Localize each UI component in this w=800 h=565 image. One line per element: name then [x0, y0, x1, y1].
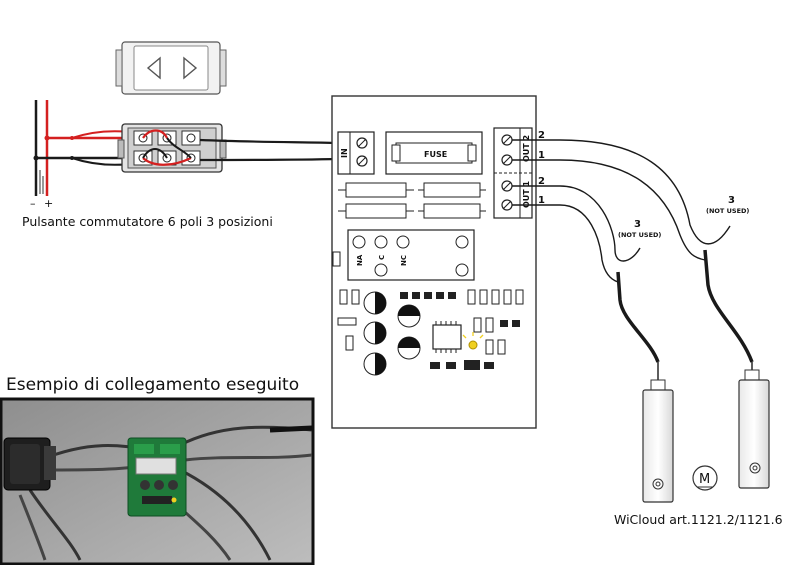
control-board: IN FUSE OUT 2 OUT 1 — [331, 95, 537, 429]
microcontroller-ic — [432, 321, 462, 353]
supply-minus-label: – — [30, 197, 36, 210]
motor-symbol: M — [692, 465, 718, 491]
motor2-wire3-label: 3 — [728, 195, 735, 206]
arrow-left-icon — [146, 56, 161, 80]
motor1-wire3-label: 3 — [634, 219, 641, 230]
fuse-label: FUSE — [424, 150, 447, 159]
input-label: IN — [340, 148, 349, 158]
board-capacitors — [363, 291, 421, 376]
board-small-components — [337, 289, 524, 370]
out2-terminal-2: 2 — [538, 130, 545, 141]
switch-caption: Pulsante commutatore 6 poli 3 posizioni — [22, 214, 273, 229]
relay: NA C NC — [332, 229, 475, 281]
photo-example — [0, 397, 315, 565]
out2-wires — [512, 139, 754, 378]
out1-terminal-1: 1 — [538, 195, 545, 206]
arrow-right-icon — [183, 56, 198, 80]
relay-pin-nc: NC — [400, 255, 408, 266]
relay-pin-c: C — [378, 255, 386, 260]
out1-label: OUT 1 — [522, 180, 531, 208]
out1-terminal-2: 2 — [538, 176, 545, 187]
relay-pin-na: NA — [356, 254, 364, 266]
motor2-not-used-label: (NOT USED) — [706, 207, 749, 215]
supply-plus-label: + — [44, 197, 53, 210]
supply-wires: – + — [30, 100, 131, 210]
out2-label: OUT 2 — [522, 135, 531, 162]
motor1-not-used-label: (NOT USED) — [618, 231, 661, 239]
actuator-2 — [738, 369, 770, 489]
photo-title: Esempio di collegamento eseguito — [6, 375, 299, 395]
motors-caption: WiCloud art.1121.2/1121.6 — [614, 512, 783, 527]
actuator-1 — [642, 379, 674, 503]
switch-body — [117, 123, 227, 173]
out2-terminal-1: 1 — [538, 150, 545, 161]
status-led — [462, 332, 484, 350]
input-terminal-block: IN — [337, 131, 375, 175]
switch-to-board-wires — [199, 138, 341, 162]
fuse-holder: FUSE — [385, 131, 483, 175]
photo-pcb — [127, 437, 187, 517]
push-button-cover — [115, 41, 227, 95]
motor-symbol-label: M — [699, 472, 710, 487]
board-resistors — [338, 182, 486, 219]
photo-switch — [3, 437, 56, 491]
out1-wires — [512, 185, 660, 390]
